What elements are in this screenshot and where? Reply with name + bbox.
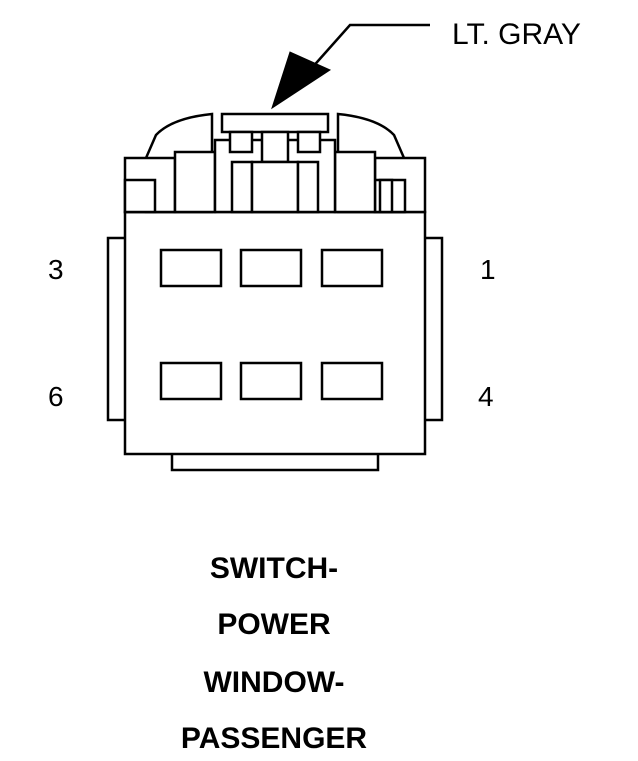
cavity-pin-5 xyxy=(239,361,303,401)
pin-number-labels: 3 1 6 4 xyxy=(48,254,496,412)
title-line-4: PASSENGER xyxy=(181,722,367,755)
title-line-1: SWITCH- xyxy=(210,552,338,585)
left-side-tab xyxy=(106,236,128,422)
latch-left-tab xyxy=(228,130,254,154)
latch-top-bar xyxy=(220,112,330,134)
title-line-3: WINDOW- xyxy=(203,666,344,699)
pin-label-6: 6 xyxy=(48,381,64,412)
wire-color-callout: LT. GRAY xyxy=(271,18,581,110)
wire-color-label: LT. GRAY xyxy=(452,18,581,51)
right-side-tab xyxy=(422,236,444,422)
latch-right-tab xyxy=(296,130,322,154)
latch-rib-right xyxy=(296,160,320,214)
connector-body xyxy=(106,112,444,472)
latch-base-left xyxy=(173,150,217,214)
cavity-pin-4 xyxy=(320,361,384,401)
cavity-pin-3 xyxy=(159,248,223,288)
cavity-pin-6 xyxy=(159,361,223,401)
top-latch-assembly xyxy=(123,112,427,214)
leader-line xyxy=(309,23,430,71)
left-step-inner xyxy=(123,178,157,214)
component-title: SWITCH- POWER WINDOW- PASSENGER xyxy=(181,552,367,755)
title-line-2: POWER xyxy=(217,608,331,641)
pin-label-4: 4 xyxy=(478,381,494,412)
main-housing xyxy=(123,210,427,456)
latch-rib-center xyxy=(250,160,300,214)
latch-rib-left xyxy=(230,160,254,214)
cavity-pin-1 xyxy=(320,248,384,288)
pin-label-3: 3 xyxy=(48,254,64,285)
pin-label-1: 1 xyxy=(480,254,496,285)
latch-base-right xyxy=(333,150,377,214)
pin-cavities xyxy=(159,248,384,401)
left-step-slot xyxy=(378,178,394,214)
cavity-pin-2 xyxy=(239,248,303,288)
latch-center-tab xyxy=(260,130,290,164)
leader-arrowhead xyxy=(271,51,332,110)
